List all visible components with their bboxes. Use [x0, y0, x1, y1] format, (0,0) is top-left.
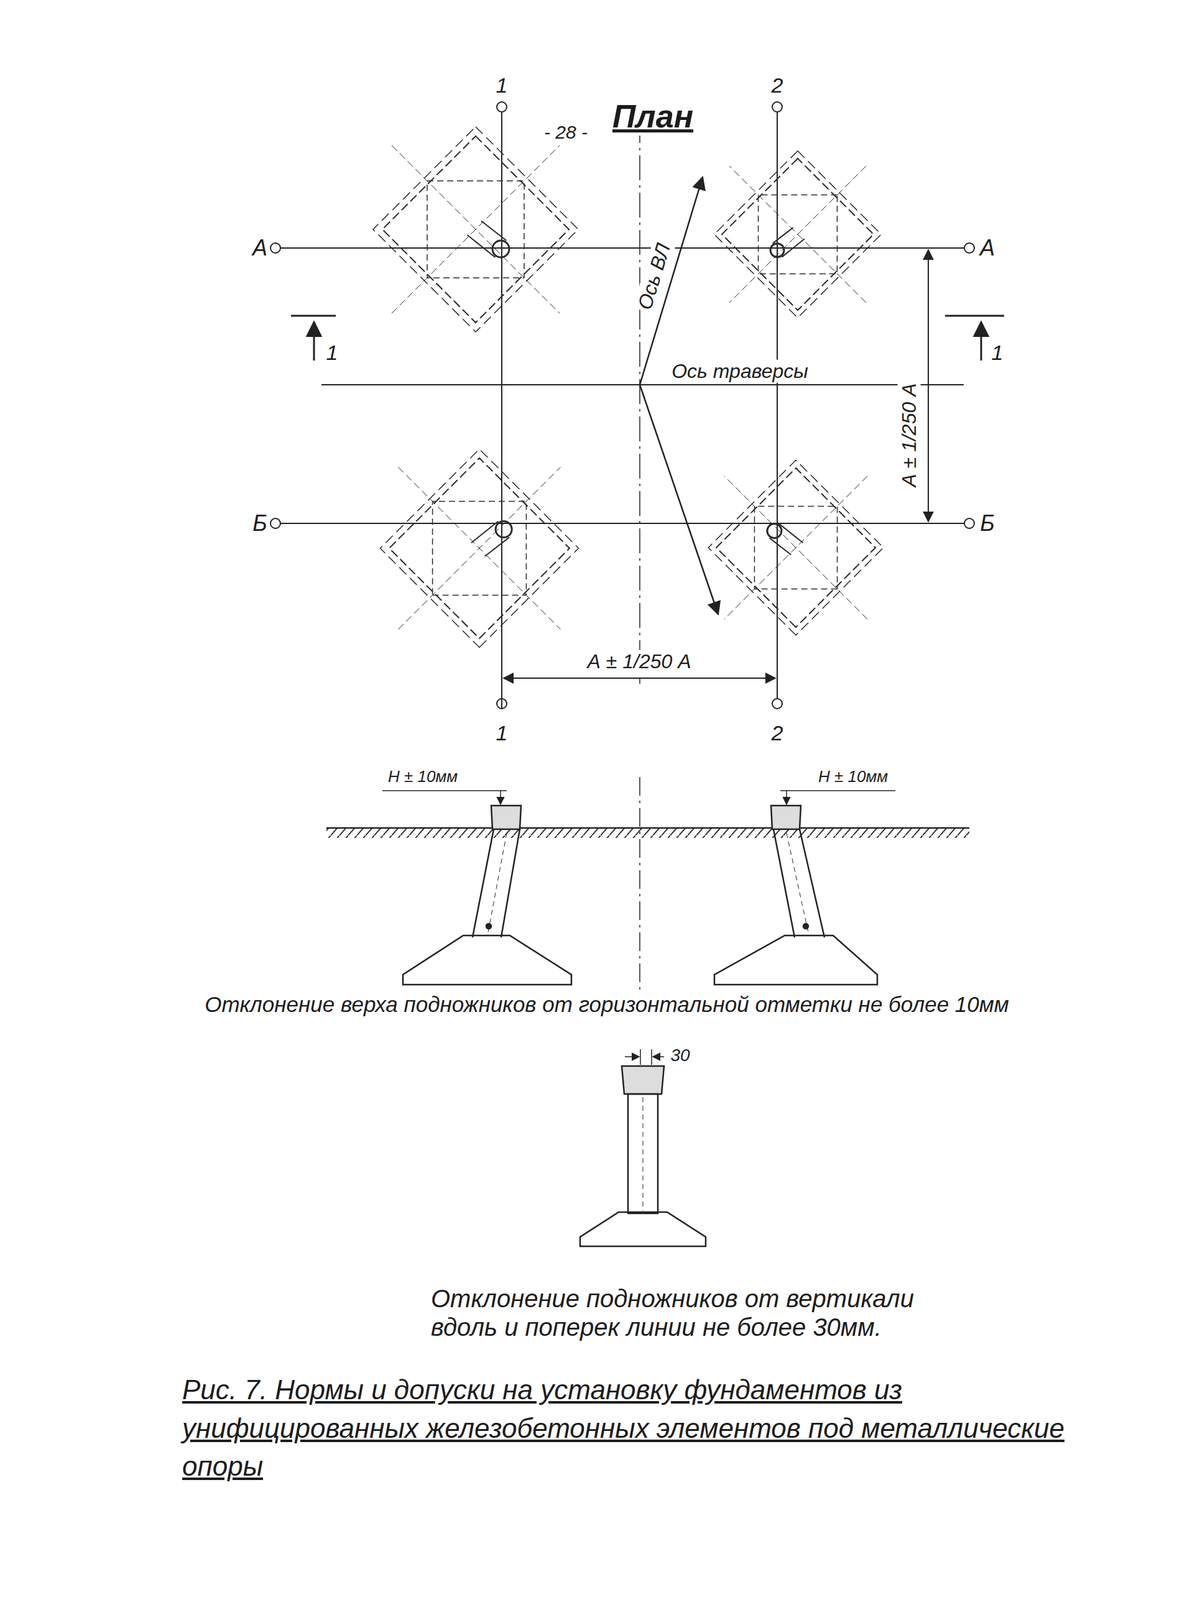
section-number: 1 [324, 340, 341, 365]
tolerance-note: Отклонение подножников от вертикали вдол… [429, 1284, 943, 1342]
axis-name: Ось ВЛ [632, 239, 676, 315]
section-view [326, 777, 970, 992]
grid-axes [270, 101, 975, 709]
dimension-line [501, 249, 929, 709]
level-tolerance: Н ± 10мм [386, 767, 460, 787]
plan-title: План [610, 98, 696, 136]
dimension-text: А ± 1/250 А [585, 650, 694, 674]
dimension-text: А ± 1/250 А [897, 381, 921, 490]
figure-caption: Рис. 7. Нормы и допуски на установку фун… [180, 1370, 1080, 1487]
pedestal-elevation [580, 1049, 706, 1247]
section-number: 1 [989, 340, 1006, 365]
level-tolerance: Н ± 10мм [816, 767, 890, 787]
footing-plan [373, 126, 884, 648]
axis-label: 2 [769, 73, 786, 98]
axis-label: Б [978, 510, 997, 536]
axis-label: А [250, 235, 270, 261]
axis-label: 1 [494, 721, 510, 746]
tolerance-note: Отклонение верха подножников от горизонт… [202, 992, 1011, 1018]
axis-name: Ось траверсы [669, 360, 811, 384]
line-axis [639, 177, 719, 615]
section-mark [290, 315, 1005, 361]
axis-label: Б [250, 510, 269, 536]
axis-label: 2 [769, 721, 786, 746]
page-number: - 28 - [542, 121, 590, 144]
axis-label: 1 [494, 73, 510, 98]
axis-label: А [978, 235, 997, 261]
dimension-text: 30 [668, 1045, 692, 1066]
